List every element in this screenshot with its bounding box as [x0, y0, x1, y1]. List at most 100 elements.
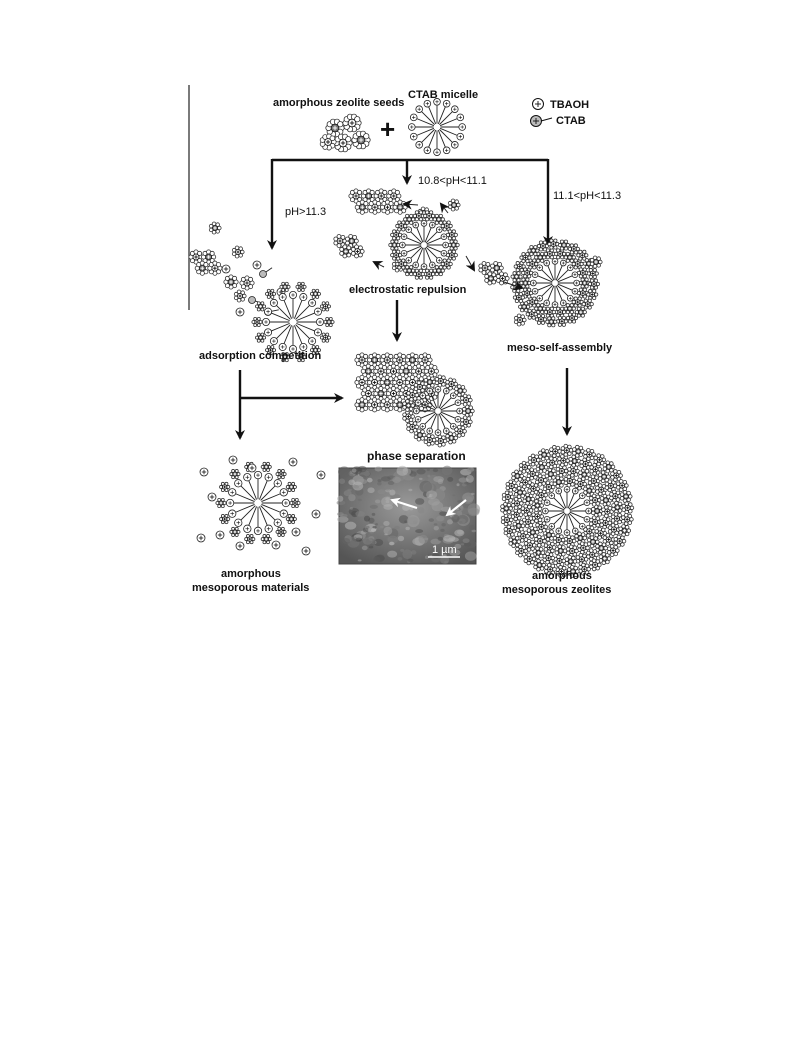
- seed-particle: [547, 238, 560, 250]
- seed-particle: [610, 469, 623, 482]
- seed-particle: [595, 483, 608, 497]
- seed-particle: [379, 397, 395, 413]
- seed-particle: [527, 245, 540, 257]
- seed-particle: [526, 467, 540, 481]
- seed-particle: [454, 424, 467, 438]
- seed-particle: [275, 469, 287, 480]
- product-right-line2: mesoporous zeolites: [502, 584, 611, 596]
- seed-particle: [223, 274, 239, 290]
- seed-particle: [557, 239, 570, 251]
- seed-particle: [323, 316, 335, 328]
- seed-particle: [319, 133, 337, 151]
- seed-particle: [279, 281, 291, 292]
- seed-particle: [390, 249, 403, 261]
- seed-particle: [354, 397, 370, 413]
- seed-particle: [613, 534, 627, 548]
- seed-particle: [406, 420, 419, 434]
- seed-particle: [579, 457, 593, 471]
- seed-particle: [512, 519, 526, 533]
- seed-particle: [513, 486, 527, 499]
- seed-particle: [434, 434, 448, 448]
- seed-particle: [606, 544, 620, 557]
- seed-particle: [503, 524, 517, 538]
- seed-particle: [543, 541, 557, 554]
- seed-particle: [511, 469, 524, 483]
- seed-particle: [618, 524, 631, 538]
- seed-particle: [586, 268, 599, 279]
- seed-particle: [490, 261, 504, 275]
- seed-particle: [447, 198, 461, 212]
- seed-particle: [522, 515, 535, 529]
- seed-particle: [601, 505, 614, 518]
- small-arrow: [503, 280, 524, 291]
- seed-particle: [581, 298, 594, 310]
- seed-particle: [576, 287, 589, 299]
- seed-particle: [611, 500, 624, 514]
- seed-particle: [554, 544, 568, 558]
- tbaoh-ion: [301, 546, 311, 556]
- seed-particle: [583, 484, 596, 498]
- seed-particle: [333, 234, 348, 248]
- seed-particle: [500, 501, 513, 515]
- seed-particle: [285, 481, 297, 492]
- seed-particle: [565, 312, 579, 324]
- seed-particle: [597, 470, 611, 484]
- seed-particle: [518, 460, 532, 474]
- seed-particle: [447, 239, 460, 251]
- seed-particle: [402, 410, 415, 423]
- seed-particle: [373, 386, 389, 402]
- seed-particle: [219, 481, 231, 492]
- seed-particle: [500, 513, 514, 527]
- seed-particle: [531, 499, 544, 512]
- seed-particle: [542, 551, 555, 565]
- seed-particle: [621, 501, 635, 515]
- seed-particle: [385, 386, 402, 402]
- micelle: [542, 486, 592, 536]
- seed-particle: [432, 265, 445, 277]
- seed-particle: [602, 460, 616, 474]
- seed-particle: [432, 213, 445, 225]
- tbaoh-ion: [311, 509, 321, 519]
- phase-separated-micelle: [402, 374, 475, 448]
- seed-particle: [319, 301, 331, 312]
- seed-particle: [351, 130, 371, 150]
- seed-particle: [533, 558, 546, 572]
- micelle-label: CTAB micelle: [408, 89, 478, 101]
- seed-particle: [285, 514, 297, 525]
- seed-particle: [434, 374, 448, 388]
- seed-particle: [543, 248, 556, 260]
- seed-particle: [403, 213, 416, 225]
- seed-particle: [229, 526, 241, 537]
- seed-particle: [373, 188, 389, 204]
- seed-particle: [207, 260, 223, 276]
- seed-particle: [616, 479, 629, 492]
- seed-particle: [578, 562, 591, 576]
- seed-particle: [532, 546, 545, 560]
- tbaoh-ion: [196, 533, 206, 543]
- seed-particle: [609, 489, 622, 503]
- seed-particle: [510, 496, 524, 510]
- seed-particle: [255, 332, 267, 343]
- seed-particle: [260, 461, 272, 472]
- condition-center: 10.8<pH<11.1: [418, 175, 487, 187]
- seed-particle: [576, 249, 589, 261]
- seed-particle: [583, 448, 596, 461]
- seed-particle: [231, 245, 245, 259]
- seed-particle: [555, 565, 569, 578]
- phase-separated-seeds: [354, 352, 439, 413]
- seed-particle: [549, 445, 562, 458]
- seed-particle: [194, 260, 210, 276]
- seed-particle: [544, 467, 558, 481]
- seed-particle: [423, 375, 437, 389]
- tbaoh-ion: [288, 457, 298, 467]
- plus-circle-icon: [532, 98, 544, 110]
- seed-particle: [545, 316, 558, 328]
- seed-particle: [406, 388, 419, 402]
- seed-particle: [411, 363, 427, 379]
- seed-particle: [536, 240, 549, 252]
- seed-particle: [395, 258, 408, 270]
- product-left-line1: amorphous: [221, 568, 281, 580]
- seed-particle: [348, 188, 364, 204]
- seed-particle: [619, 490, 633, 503]
- seed-particle: [586, 289, 599, 300]
